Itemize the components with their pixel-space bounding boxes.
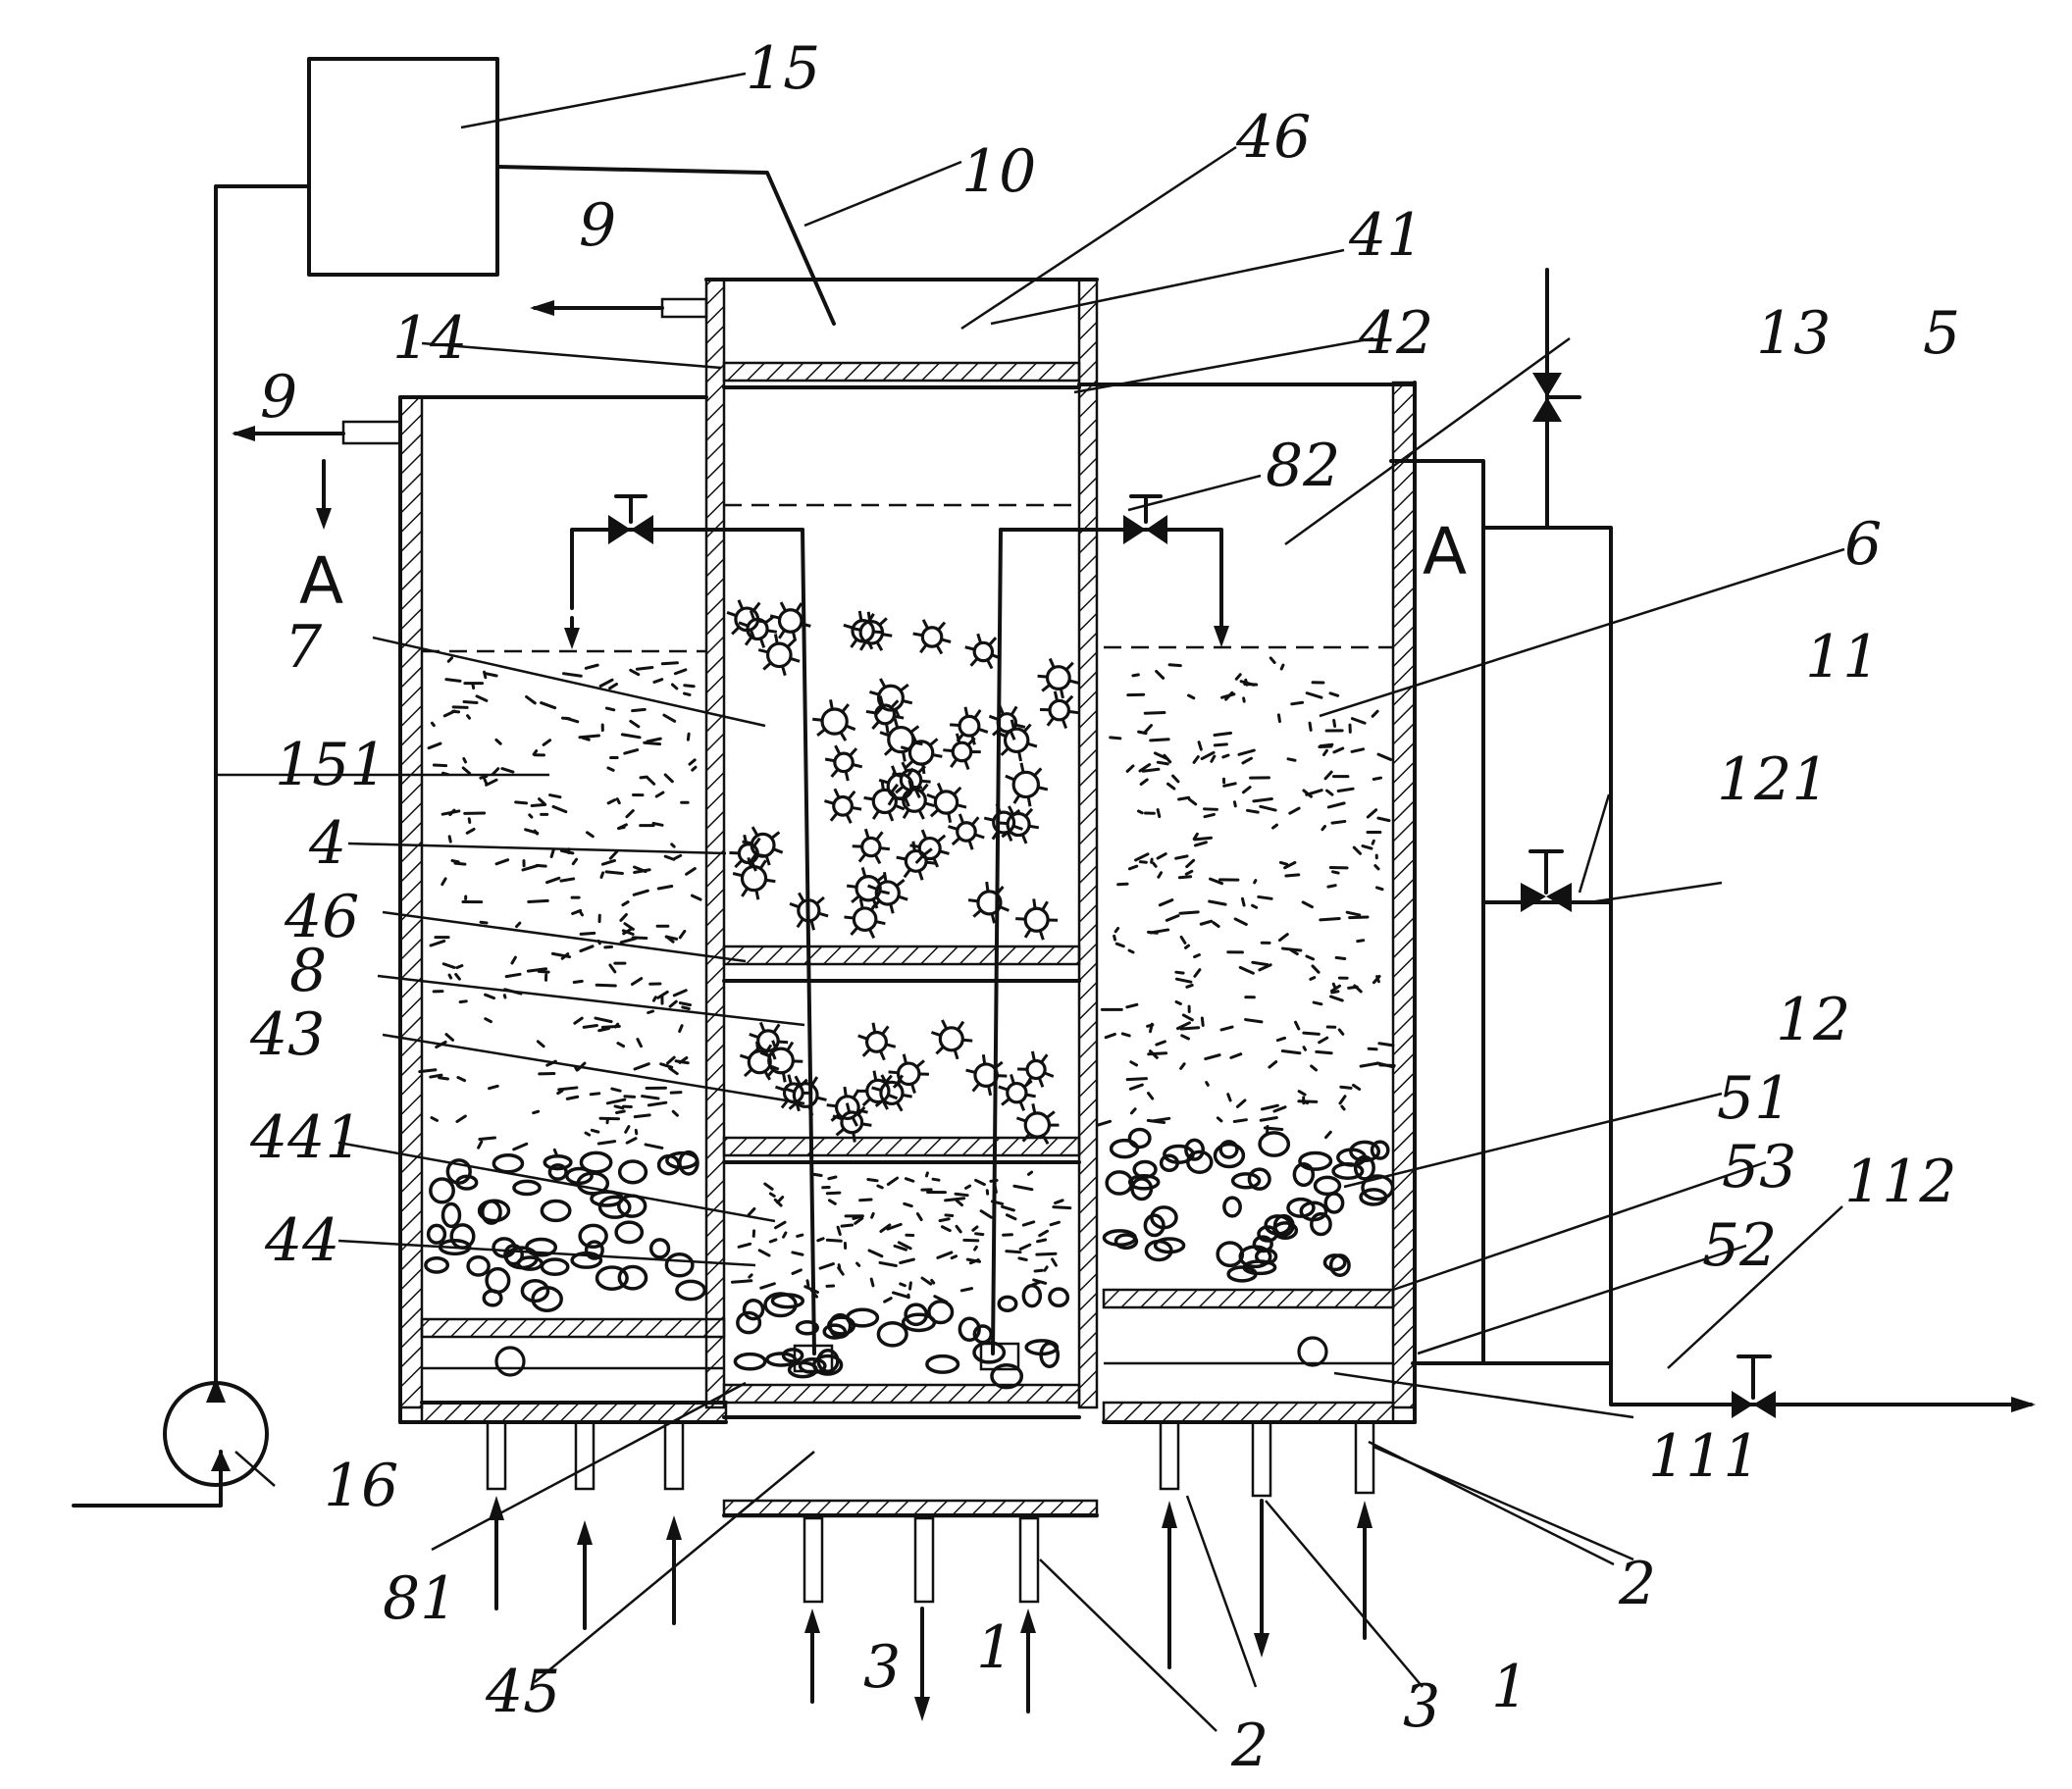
label-52: 52 <box>1702 1211 1777 1280</box>
label-53: 53 <box>1722 1133 1796 1201</box>
label-3-center: 3 <box>863 1633 901 1702</box>
label-16: 16 <box>324 1452 398 1520</box>
central-column-4 <box>704 278 1099 1721</box>
leader-lines <box>216 72 1845 1732</box>
label-3-right: 3 <box>1403 1672 1440 1741</box>
label-1-right: 1 <box>1491 1653 1528 1721</box>
label-151: 151 <box>275 731 388 799</box>
label-13: 13 <box>1756 299 1831 368</box>
filter-media <box>418 599 1396 1390</box>
label-1-center: 1 <box>976 1613 1013 1682</box>
label-9-left: 9 <box>260 363 297 432</box>
label-45: 45 <box>485 1658 560 1726</box>
right-outer-tank <box>1077 381 1417 1669</box>
label-46-mid: 46 <box>284 883 359 951</box>
label-4: 4 <box>308 809 346 878</box>
label-6: 6 <box>1844 510 1882 579</box>
label-12: 12 <box>1776 986 1850 1054</box>
label-A-left: A <box>299 543 343 619</box>
label-14: 14 <box>392 304 467 373</box>
label-9-top: 9 <box>579 191 616 260</box>
line-151 <box>214 184 311 1395</box>
reference-labels: 15 10 46 41 9 42 13 5 9 14 82 A A 6 7 11… <box>249 34 1960 1780</box>
label-82: 82 <box>1266 432 1340 500</box>
control-box-15 <box>307 57 499 277</box>
label-44: 44 <box>264 1206 339 1275</box>
label-42: 42 <box>1358 299 1433 368</box>
label-121: 121 <box>1717 745 1830 814</box>
label-81: 81 <box>383 1564 457 1633</box>
label-112: 112 <box>1844 1148 1957 1216</box>
label-46-top: 46 <box>1235 103 1311 172</box>
label-43: 43 <box>249 1000 325 1069</box>
left-outer-tank <box>398 395 728 1630</box>
label-11: 11 <box>1805 623 1880 691</box>
label-441: 441 <box>249 1103 363 1172</box>
label-2-right: 2 <box>1618 1550 1656 1618</box>
label-A-right: A <box>1423 514 1467 589</box>
label-2-bottom: 2 <box>1230 1712 1269 1780</box>
label-111: 111 <box>1648 1422 1761 1491</box>
label-41: 41 <box>1348 201 1424 270</box>
label-51: 51 <box>1717 1064 1791 1133</box>
line-10 <box>495 165 836 326</box>
label-7: 7 <box>285 613 323 682</box>
label-10: 10 <box>961 137 1036 206</box>
label-15: 15 <box>746 34 820 103</box>
label-5: 5 <box>1923 299 1960 368</box>
label-8: 8 <box>289 937 327 1005</box>
